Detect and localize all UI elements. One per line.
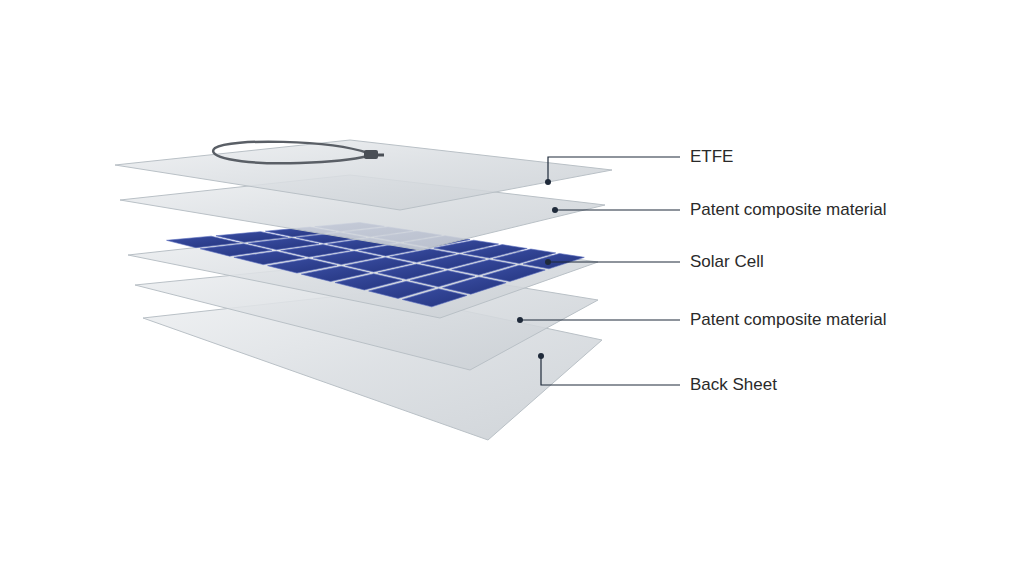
leader-dot bbox=[552, 207, 558, 213]
leader-line bbox=[555, 209, 680, 210]
connector-tip bbox=[378, 154, 384, 157]
leader-line bbox=[541, 356, 680, 385]
panel-sheet bbox=[128, 230, 598, 318]
leader-dot bbox=[545, 259, 551, 265]
part-label: Patent composite material bbox=[690, 200, 887, 220]
junction-cable bbox=[213, 142, 384, 164]
part-label: Solar Cell bbox=[690, 252, 764, 272]
cable-wire bbox=[213, 142, 368, 164]
junction-box bbox=[364, 150, 378, 159]
part-label: Patent composite material bbox=[690, 310, 887, 330]
leader-line bbox=[548, 157, 680, 182]
solar-cell bbox=[443, 277, 507, 294]
panel-sheet bbox=[115, 140, 612, 210]
leader-line bbox=[520, 319, 680, 320]
solar-cell bbox=[483, 265, 545, 281]
part-label: ETFE bbox=[690, 147, 733, 167]
part-label: Back Sheet bbox=[690, 375, 777, 395]
solar-cell bbox=[402, 289, 467, 307]
leader-dot bbox=[545, 179, 551, 185]
leader-line bbox=[548, 261, 680, 262]
solar-cell bbox=[523, 253, 584, 268]
leader-dot bbox=[517, 317, 523, 323]
leader-dot bbox=[538, 353, 544, 359]
